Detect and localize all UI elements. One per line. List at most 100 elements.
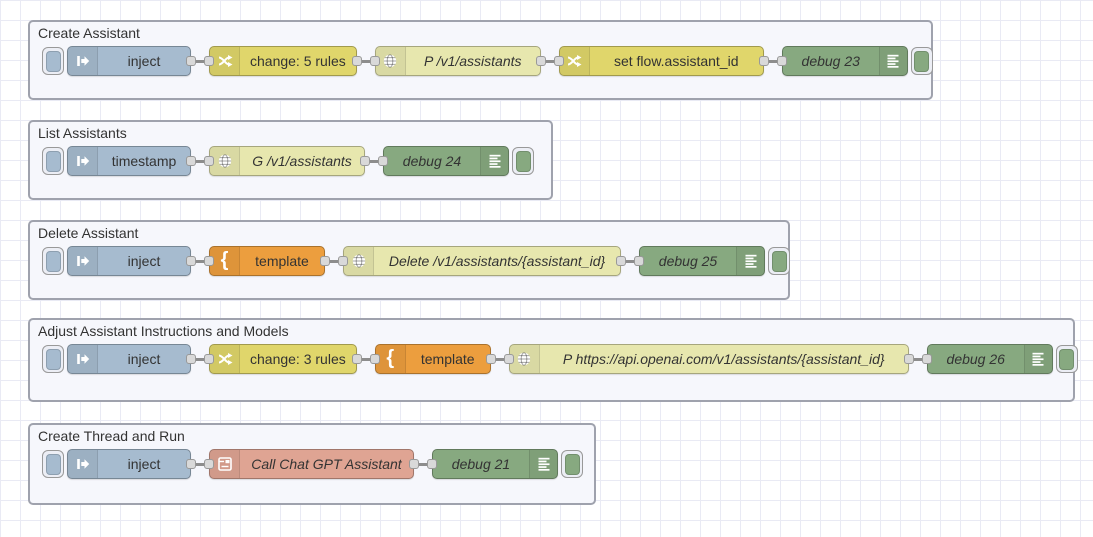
- node-template[interactable]: { template: [209, 246, 325, 276]
- node-label: template: [255, 253, 309, 269]
- group-title: List Assistants: [38, 125, 127, 141]
- group-create-thread-run[interactable]: Create Thread and Run inject Call Chat G…: [28, 423, 596, 505]
- debug-toggle-button[interactable]: [561, 450, 583, 478]
- output-port[interactable]: [320, 256, 330, 266]
- wire[interactable]: [186, 459, 214, 469]
- node-inject[interactable]: inject: [67, 449, 191, 479]
- wire[interactable]: [535, 56, 564, 66]
- wire[interactable]: [351, 354, 380, 364]
- inject-run-button[interactable]: [42, 247, 64, 275]
- input-port[interactable]: [634, 256, 644, 266]
- wire[interactable]: [485, 354, 514, 364]
- node-http-request[interactable]: Delete /v1/assistants/{assistant_id}: [343, 246, 621, 276]
- input-port[interactable]: [427, 459, 437, 469]
- debug-toggle-button[interactable]: [768, 247, 790, 275]
- node-http-request[interactable]: P https://api.openai.com/v1/assistants/{…: [508, 344, 909, 374]
- wire[interactable]: [360, 156, 388, 166]
- node-label: Delete /v1/assistants/{assistant_id}: [388, 253, 606, 269]
- node-subflow[interactable]: Call Chat GPT Assistant: [209, 449, 414, 479]
- group-list-assistants[interactable]: List Assistants timestamp G /v1/assistan…: [28, 120, 553, 200]
- input-port[interactable]: [921, 354, 932, 364]
- output-port[interactable]: [758, 56, 769, 66]
- wire[interactable]: [186, 56, 214, 66]
- node-label: debug 25: [658, 253, 718, 269]
- input-port[interactable]: [503, 354, 514, 364]
- inject-arrow-icon: [68, 345, 98, 373]
- debug-output-icon: [480, 147, 508, 175]
- globe-icon: [509, 345, 540, 373]
- group-create-assistant[interactable]: Create Assistant inject change: 5 rules: [28, 20, 933, 100]
- output-port[interactable]: [616, 256, 626, 266]
- group-delete-assistant[interactable]: Delete Assistant inject { template Delet…: [28, 220, 790, 300]
- node-label: debug 26: [946, 351, 1005, 367]
- debug-toggle-button[interactable]: [1055, 345, 1078, 373]
- curly-brace-icon: {: [210, 247, 240, 275]
- node-change[interactable]: change: 3 rules: [209, 344, 357, 374]
- output-port[interactable]: [351, 56, 362, 66]
- output-port[interactable]: [186, 459, 196, 469]
- wire[interactable]: [409, 459, 437, 469]
- node-debug[interactable]: debug 26: [926, 344, 1053, 374]
- inject-run-button[interactable]: [42, 147, 64, 175]
- node-inject[interactable]: inject: [67, 344, 191, 374]
- group-title: Adjust Assistant Instructions and Models: [38, 323, 289, 339]
- input-port[interactable]: [378, 156, 388, 166]
- globe-icon: [375, 47, 406, 75]
- input-port[interactable]: [776, 56, 787, 66]
- input-port[interactable]: [553, 56, 564, 66]
- node-inject[interactable]: inject: [67, 46, 191, 76]
- group-title: Create Thread and Run: [38, 428, 185, 444]
- input-port[interactable]: [369, 56, 380, 66]
- wire[interactable]: [186, 354, 214, 364]
- input-port[interactable]: [204, 56, 214, 66]
- node-label: P /v1/assistants: [423, 53, 522, 69]
- wire[interactable]: [320, 256, 348, 266]
- node-label: inject: [127, 53, 161, 69]
- output-port[interactable]: [186, 156, 196, 166]
- node-inject[interactable]: timestamp: [67, 146, 191, 176]
- wire[interactable]: [616, 256, 644, 266]
- wire[interactable]: [903, 354, 932, 364]
- debug-toggle-button[interactable]: [512, 147, 534, 175]
- wire[interactable]: [351, 56, 380, 66]
- output-port[interactable]: [186, 256, 196, 266]
- input-port[interactable]: [204, 459, 214, 469]
- input-port[interactable]: [204, 156, 214, 166]
- input-port[interactable]: [369, 354, 380, 364]
- wire[interactable]: [186, 256, 214, 266]
- inject-run-button[interactable]: [42, 345, 64, 373]
- node-change[interactable]: change: 5 rules: [209, 46, 357, 76]
- input-port[interactable]: [338, 256, 348, 266]
- wire[interactable]: [758, 56, 787, 66]
- node-inject[interactable]: inject: [67, 246, 191, 276]
- node-label: debug 21: [451, 456, 511, 472]
- group-adjust-assistant[interactable]: Adjust Assistant Instructions and Models…: [28, 318, 1078, 402]
- node-label: inject: [127, 351, 161, 367]
- inject-run-button[interactable]: [42, 450, 64, 478]
- node-label: P https://api.openai.com/v1/assistants/{…: [562, 351, 885, 367]
- node-http-request[interactable]: P /v1/assistants: [374, 46, 541, 76]
- globe-icon: [344, 247, 374, 275]
- node-label: template: [420, 351, 475, 367]
- output-port[interactable]: [485, 354, 496, 364]
- node-debug[interactable]: debug 24: [383, 146, 509, 176]
- output-port[interactable]: [903, 354, 914, 364]
- output-port[interactable]: [360, 156, 370, 166]
- node-label: inject: [127, 253, 161, 269]
- node-debug[interactable]: debug 21: [432, 449, 558, 479]
- node-debug[interactable]: debug 23: [781, 46, 908, 76]
- output-port[interactable]: [409, 459, 419, 469]
- input-port[interactable]: [204, 256, 214, 266]
- node-http-request[interactable]: G /v1/assistants: [209, 146, 365, 176]
- output-port[interactable]: [535, 56, 546, 66]
- debug-toggle-button[interactable]: [910, 47, 933, 75]
- node-debug[interactable]: debug 25: [639, 246, 765, 276]
- node-template[interactable]: { template: [374, 344, 491, 374]
- output-port[interactable]: [186, 354, 196, 364]
- output-port[interactable]: [351, 354, 362, 364]
- inject-run-button[interactable]: [42, 47, 64, 75]
- wire[interactable]: [186, 156, 214, 166]
- node-change[interactable]: set flow.assistant_id: [558, 46, 764, 76]
- output-port[interactable]: [186, 56, 196, 66]
- input-port[interactable]: [204, 354, 214, 364]
